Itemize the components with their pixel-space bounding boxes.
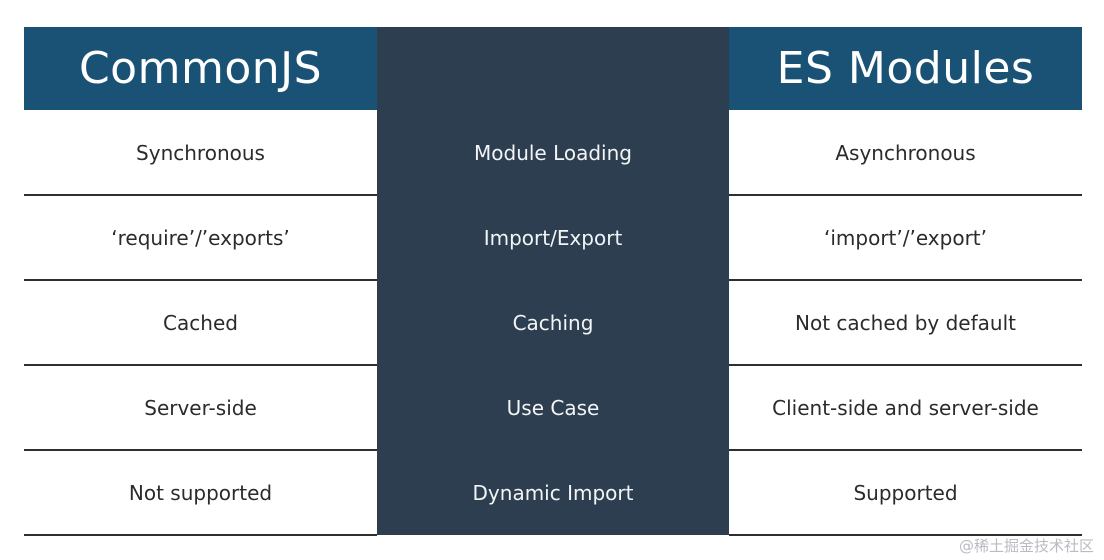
es-modules-header: ES Modules (729, 27, 1082, 110)
commonjs-value: Server-side (144, 395, 257, 420)
es-modules-value: ‘import’/’export’ (824, 225, 987, 250)
es-modules-value: Asynchronous (835, 140, 976, 165)
row-divider (24, 194, 377, 196)
watermark: @稀土掘金技术社区 (958, 537, 1094, 555)
feature-label: Use Case (506, 395, 600, 420)
row-divider (729, 534, 1082, 536)
es-modules-value: Supported (853, 480, 958, 505)
row-divider (24, 534, 377, 536)
row-divider (729, 364, 1082, 366)
row-divider (24, 279, 377, 281)
row-divider (729, 449, 1082, 451)
es-modules-value: Not cached by default (795, 310, 1016, 335)
commonjs-value: Cached (163, 310, 238, 335)
commonjs-value: Synchronous (136, 140, 265, 165)
commonjs-value: Not supported (128, 480, 273, 505)
feature-label: Caching (512, 310, 594, 335)
feature-label: Module Loading (474, 140, 632, 165)
feature-label: Import/Export (483, 225, 623, 250)
comparison-row-caching: Cached Caching Not cached by default (24, 280, 1082, 365)
row-divider (24, 364, 377, 366)
es-modules-value: Client-side and server-side (772, 395, 1039, 420)
feature-label: Dynamic Import (472, 480, 634, 505)
commonjs-value: ‘require’/’exports’ (111, 225, 290, 250)
comparison-row-use-case: Server-side Use Case Client-side and ser… (24, 365, 1082, 450)
comparison-row-module-loading: Synchronous Module Loading Asynchronous (24, 110, 1082, 195)
feature-column-background (377, 27, 729, 535)
commonjs-header: CommonJS (24, 27, 377, 110)
row-divider (729, 194, 1082, 196)
comparison-row-import-export: ‘require’/’exports’ Import/Export ‘impor… (24, 195, 1082, 280)
comparison-row-dynamic-import: Not supported Dynamic Import Supported (24, 450, 1082, 535)
row-divider (729, 279, 1082, 281)
row-divider (24, 449, 377, 451)
